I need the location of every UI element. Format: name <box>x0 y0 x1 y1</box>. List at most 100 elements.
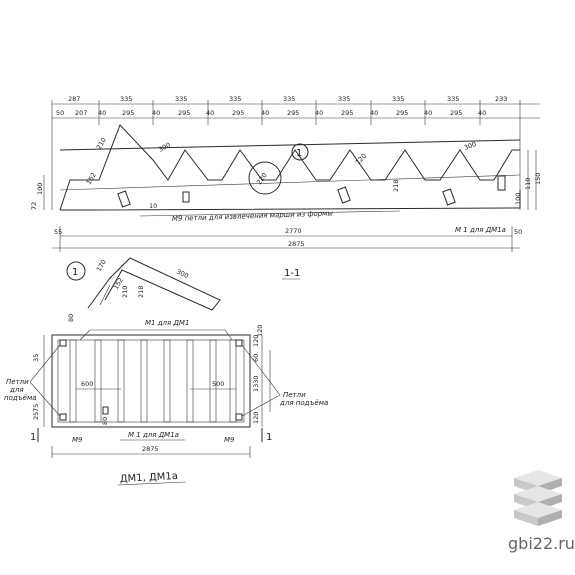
second-dim-9: 40 <box>261 109 269 117</box>
loop-1 <box>117 190 131 208</box>
top-dim-2: 335 <box>120 95 132 103</box>
second-dim-2: 207 <box>75 109 87 117</box>
bottom-end-left: 55 <box>54 228 62 236</box>
bottom-end-right: 50 <box>514 228 522 236</box>
detail-mark-circle <box>66 261 86 281</box>
stringer-top-line <box>59 139 521 151</box>
plan-right-60: 60 <box>252 354 260 362</box>
left-dim-100: 100 <box>36 183 44 195</box>
top-dim-8: 335 <box>447 95 459 103</box>
plan-loop-mid <box>102 406 109 415</box>
second-dim-13: 40 <box>370 109 378 117</box>
plan-left-75: 75 <box>32 404 40 412</box>
right-dim-110: 110 <box>524 178 532 190</box>
second-dim-10: 295 <box>287 109 299 117</box>
second-dim-14: 295 <box>396 109 408 117</box>
detail-dim-210: 210 <box>121 286 129 298</box>
plan-dim-120-top: 120 <box>256 325 264 337</box>
plan-m9-left: М9 <box>72 436 83 444</box>
plan-dim-80: 80 <box>101 417 109 425</box>
loop-2 <box>182 191 190 203</box>
second-dim-11: 40 <box>315 109 323 117</box>
right-note-1: Петли <box>283 391 306 399</box>
watermark-text: gbi22.ru <box>508 534 574 553</box>
plan-loop-br <box>235 413 243 421</box>
left-note-1: Петли <box>6 378 29 386</box>
plan-overall: 2875 <box>142 445 159 453</box>
m1-note: М 1 для ДМ1а <box>455 226 506 234</box>
step-dim-10: 10 <box>149 202 157 210</box>
step-dim-152: 152 <box>85 171 98 186</box>
left-dim-72: 72 <box>30 202 38 210</box>
detail-view: 1 300 210 152 218 80 170 <box>66 257 221 322</box>
plan-view: 600 500 80 М1 для ДМ1 120 М 1 для ДМ1а М… <box>4 319 328 486</box>
plan-inner-600: 600 <box>81 380 93 388</box>
plan-m1-top: М1 для ДМ1 <box>145 319 189 327</box>
second-dim-4: 295 <box>122 109 134 117</box>
bottom-overall: 2875 <box>288 240 305 248</box>
detail-circle <box>248 161 282 195</box>
plan-inner-outline <box>57 339 245 423</box>
plan-m9-right: М9 <box>224 436 235 444</box>
detail-callout <box>291 143 309 161</box>
loop-4 <box>442 188 456 206</box>
top-dim-4: 335 <box>229 95 241 103</box>
plan-right-120b: 120 <box>252 412 260 424</box>
plan-title: ДМ1, ДМ1а <box>120 471 179 485</box>
elevation-view: 287 335 335 335 335 335 335 335 233 50 2… <box>30 95 542 280</box>
plan-m1-bottom: М 1 для ДМ1а <box>128 431 179 439</box>
top-dim-3: 335 <box>175 95 187 103</box>
top-dim-1: 287 <box>68 95 80 103</box>
loop-3 <box>337 186 351 204</box>
plan-ribs <box>69 339 237 423</box>
plan-loop-tl <box>59 339 67 347</box>
detail-dim-80: 80 <box>67 314 75 322</box>
step-dim-218: 218 <box>392 180 400 192</box>
bottom-total: 2770 <box>285 227 302 235</box>
right-dim-150: 150 <box>534 173 542 185</box>
stair-soffit <box>60 190 521 211</box>
top-dim-7: 335 <box>392 95 404 103</box>
plan-left-25: 25 <box>32 412 40 420</box>
detail-dim-300: 300 <box>175 268 190 281</box>
step-dim-120: 120 <box>354 152 368 166</box>
section-label: 1-1 <box>284 268 300 279</box>
stacked-blocks-logo <box>514 470 562 526</box>
plan-left-35: 35 <box>32 354 40 362</box>
left-note-3: подъёма <box>4 394 37 402</box>
top-dim-5: 335 <box>283 95 295 103</box>
detail-mark-number: 1 <box>72 267 78 278</box>
second-dim-17: 40 <box>478 109 486 117</box>
detail-callout-number: 1 <box>296 148 302 159</box>
second-dim-3: 40 <box>98 109 106 117</box>
second-dim-5: 40 <box>152 109 160 117</box>
left-note-2: для <box>9 386 24 394</box>
loop-5 <box>497 175 506 191</box>
stair-profile <box>59 124 520 211</box>
detail-dim-170: 170 <box>95 258 108 273</box>
detail-profile <box>87 257 221 311</box>
plan-right-1330: 1330 <box>252 375 260 392</box>
plan-loop-bl <box>59 413 67 421</box>
second-dim-8: 295 <box>232 109 244 117</box>
second-dim-12: 295 <box>341 109 353 117</box>
second-dim-7: 40 <box>206 109 214 117</box>
second-dim-1: 50 <box>56 109 64 117</box>
second-dim-6: 295 <box>178 109 190 117</box>
plan-inner-500: 500 <box>212 380 224 388</box>
cut-mark-right: 1 <box>266 432 272 443</box>
second-dim-15: 40 <box>424 109 432 117</box>
top-dim-9: 233 <box>495 95 507 103</box>
plan-loop-tr <box>235 339 243 347</box>
loop-note: М9 петли для извлечения марши из формы <box>172 209 334 223</box>
right-dim-100: 100 <box>514 193 522 205</box>
top-dim-6: 335 <box>338 95 350 103</box>
plan-outline <box>51 334 251 428</box>
plan-right-120: 120 <box>252 335 260 347</box>
step-dim-300b: 300 <box>463 140 477 152</box>
detail-dim-218: 218 <box>137 286 145 298</box>
cut-mark-left: 1 <box>30 432 36 443</box>
second-dim-16: 295 <box>450 109 462 117</box>
step-dim-300: 300 <box>157 141 172 154</box>
